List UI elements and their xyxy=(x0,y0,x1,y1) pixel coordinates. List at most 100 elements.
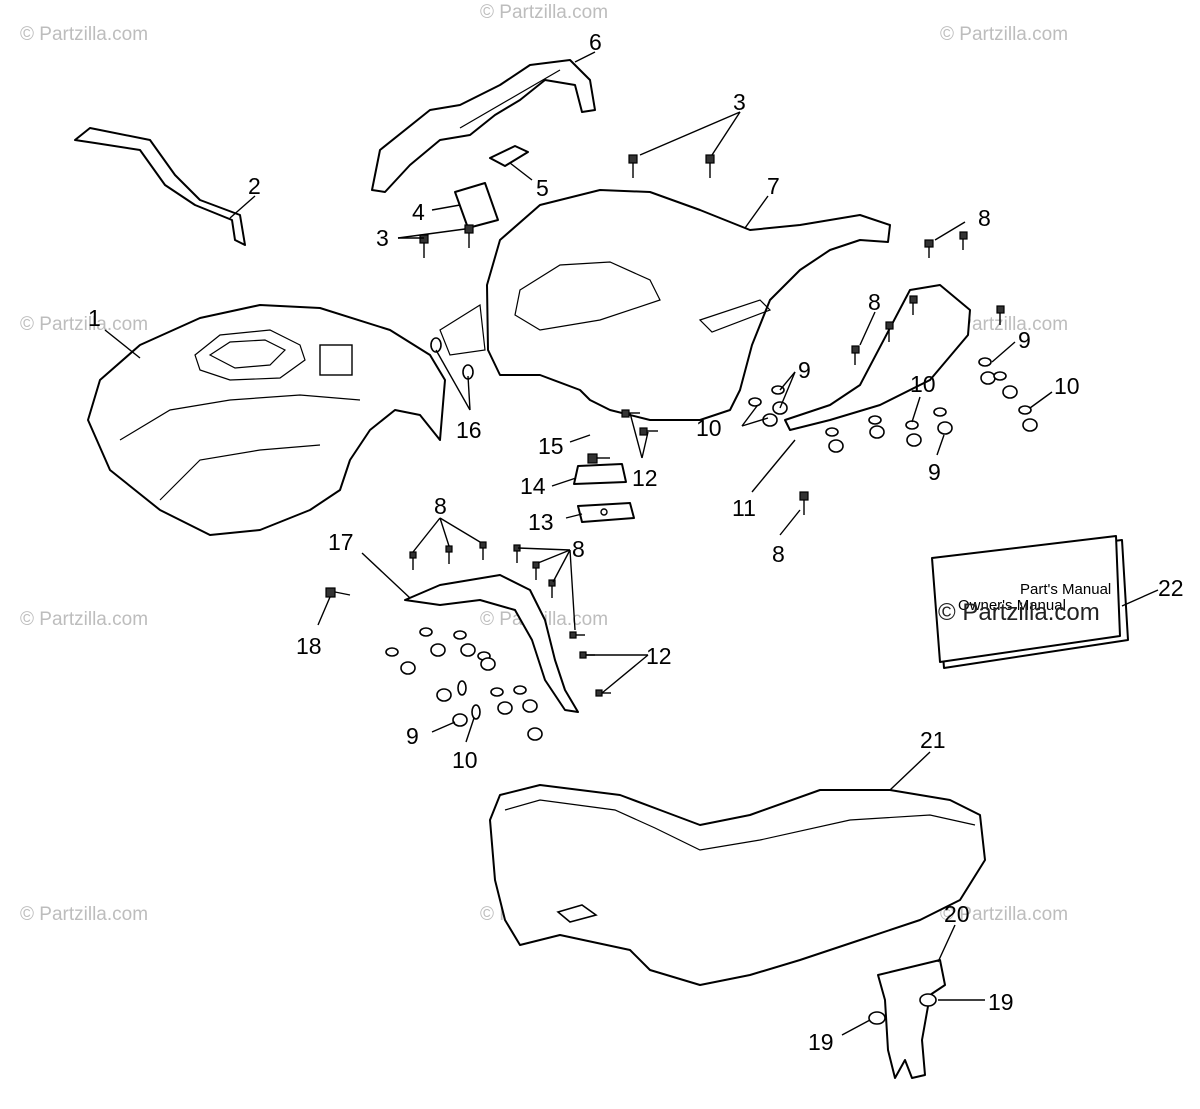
part-13-plate[interactable] xyxy=(577,502,635,523)
nut[interactable] xyxy=(937,421,953,435)
nut[interactable] xyxy=(430,643,446,657)
washer[interactable] xyxy=(513,685,527,695)
callout-22[interactable]: 22 xyxy=(1158,575,1184,601)
bolt[interactable] xyxy=(548,579,556,598)
washer[interactable] xyxy=(453,630,467,640)
callout-21[interactable]: 21 xyxy=(920,727,946,753)
nut[interactable] xyxy=(980,371,996,385)
washer[interactable] xyxy=(385,647,399,657)
part-21-seat[interactable] xyxy=(489,784,986,986)
part-14-plate[interactable] xyxy=(573,463,627,485)
bolt[interactable] xyxy=(959,231,968,250)
washer[interactable] xyxy=(1018,405,1032,415)
washer[interactable] xyxy=(978,357,992,367)
part-1-front-fender[interactable] xyxy=(87,304,446,536)
nut[interactable] xyxy=(527,727,543,741)
callout-19[interactable]: 19 xyxy=(988,989,1014,1015)
part-11-trim-strip[interactable] xyxy=(784,284,971,431)
callout-13[interactable]: 13 xyxy=(528,509,554,535)
callout-9[interactable]: 9 xyxy=(1018,327,1031,353)
washer[interactable] xyxy=(419,627,433,637)
bolt[interactable] xyxy=(851,345,860,365)
nut[interactable] xyxy=(828,439,844,453)
callout-12[interactable]: 12 xyxy=(632,465,658,491)
callout-8[interactable]: 8 xyxy=(434,493,447,519)
callout-8[interactable]: 8 xyxy=(572,536,585,562)
nut[interactable] xyxy=(522,699,538,713)
nut[interactable] xyxy=(919,993,937,1007)
callout-9[interactable]: 9 xyxy=(928,459,941,485)
washer[interactable] xyxy=(825,427,839,437)
nut[interactable] xyxy=(1022,418,1038,432)
bolt[interactable] xyxy=(799,491,809,515)
bolt[interactable] xyxy=(532,561,540,580)
bolt[interactable] xyxy=(621,409,640,418)
callout-9[interactable]: 9 xyxy=(406,723,419,749)
callout-11[interactable]: 11 xyxy=(732,495,756,521)
washer[interactable] xyxy=(748,397,762,407)
nut[interactable] xyxy=(868,1011,886,1025)
nut[interactable] xyxy=(452,713,468,727)
bolt[interactable] xyxy=(705,154,715,178)
callout-1[interactable]: 1 xyxy=(88,305,101,331)
bolt[interactable] xyxy=(909,295,918,315)
bolt[interactable] xyxy=(924,239,934,258)
nut[interactable] xyxy=(400,661,416,675)
callout-19[interactable]: 19 xyxy=(808,1029,834,1055)
callout-7[interactable]: 7 xyxy=(767,173,780,199)
callout-8[interactable]: 8 xyxy=(772,541,785,567)
callout-9[interactable]: 9 xyxy=(798,357,811,383)
bolt[interactable] xyxy=(445,545,453,564)
bolt[interactable] xyxy=(409,551,417,570)
callout-10[interactable]: 10 xyxy=(910,371,936,397)
washer[interactable] xyxy=(430,337,442,353)
callout-3[interactable]: 3 xyxy=(733,89,746,115)
nut[interactable] xyxy=(460,643,476,657)
callout-18[interactable]: 18 xyxy=(296,633,322,659)
bolt[interactable] xyxy=(325,587,351,598)
washer[interactable] xyxy=(993,371,1007,381)
bolt[interactable] xyxy=(628,154,638,178)
bolt[interactable] xyxy=(569,631,585,639)
washer[interactable] xyxy=(490,687,504,697)
callout-8[interactable]: 8 xyxy=(978,205,991,231)
callout-3[interactable]: 3 xyxy=(376,225,389,251)
callout-12[interactable]: 12 xyxy=(646,643,672,669)
part-17-fender-flare[interactable] xyxy=(404,574,579,713)
part-4-pad[interactable] xyxy=(454,182,499,229)
nut[interactable] xyxy=(1002,385,1018,399)
bolt[interactable] xyxy=(464,224,474,248)
callout-8[interactable]: 8 xyxy=(868,289,881,315)
callout-2[interactable]: 2 xyxy=(248,173,261,199)
callout-16[interactable]: 16 xyxy=(456,417,482,443)
callout-10[interactable]: 10 xyxy=(452,747,478,773)
bolt[interactable] xyxy=(996,305,1005,325)
bolt[interactable] xyxy=(587,453,610,464)
washer[interactable] xyxy=(905,420,919,430)
bolt[interactable] xyxy=(639,427,658,436)
nut[interactable] xyxy=(480,657,496,671)
callout-20[interactable]: 20 xyxy=(944,901,970,927)
callout-10[interactable]: 10 xyxy=(1054,373,1080,399)
washer[interactable] xyxy=(457,680,467,696)
nut[interactable] xyxy=(762,413,778,427)
washer[interactable] xyxy=(933,407,947,417)
part-2-bracket[interactable] xyxy=(74,127,246,246)
callout-4[interactable]: 4 xyxy=(412,199,425,225)
callout-15[interactable]: 15 xyxy=(538,433,564,459)
callout-6[interactable]: 6 xyxy=(589,29,602,55)
washer[interactable] xyxy=(868,415,882,425)
part-6-rack-panel[interactable] xyxy=(371,59,596,193)
callout-14[interactable]: 14 xyxy=(520,473,546,499)
bolt[interactable] xyxy=(885,321,894,342)
part-20-latch-bracket[interactable] xyxy=(877,959,946,1079)
part-22-owners-manual[interactable]: Owner's Manual Part's Manual © Partzilla… xyxy=(931,535,1129,669)
part-7-rear-fender[interactable] xyxy=(439,189,891,421)
nut[interactable] xyxy=(497,701,513,715)
bolt[interactable] xyxy=(479,541,487,560)
washer[interactable] xyxy=(471,704,481,720)
nut[interactable] xyxy=(869,425,885,439)
callout-5[interactable]: 5 xyxy=(536,175,549,201)
callout-17[interactable]: 17 xyxy=(328,529,354,555)
nut[interactable] xyxy=(906,433,922,447)
